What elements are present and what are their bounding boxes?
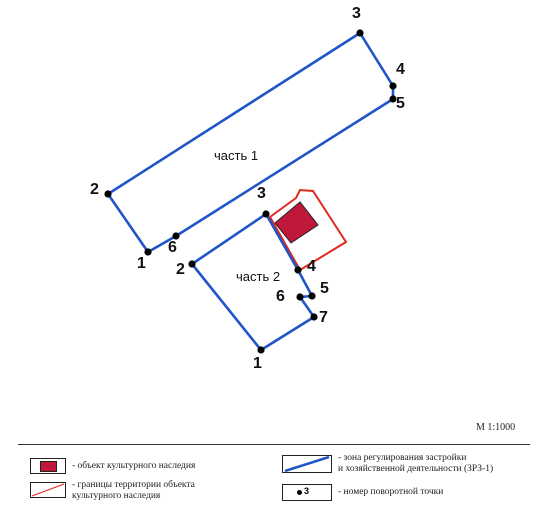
turn-point-2-5 <box>308 292 316 300</box>
turn-point-2-3 <box>262 210 270 218</box>
zone-boundary-part-1 <box>106 31 395 254</box>
turn-point-1-3 <box>356 29 364 37</box>
scale-label: М 1:1000 <box>476 422 516 433</box>
turn-point-label-2-1: 1 <box>253 355 262 372</box>
legend-divider <box>18 444 530 445</box>
turn-point-label-1-5: 5 <box>396 95 405 112</box>
zone-boundary-part-2 <box>190 212 316 352</box>
turn-point-label-2-5: 5 <box>320 280 329 297</box>
legend-territory-line2: культурного наследия <box>72 491 161 501</box>
turn-point-label-2-6: 6 <box>276 288 285 305</box>
legend-zone-line1: - зона регулирования застройки <box>338 453 467 463</box>
turn-point-2-2 <box>188 260 196 268</box>
turn-point-label-2-7: 7 <box>319 309 328 326</box>
legend-point-text: - номер поворотной точки <box>338 487 444 497</box>
legend-territory-text: - границы территории объекта культурного… <box>72 480 195 502</box>
turn-point-2-7 <box>310 313 318 321</box>
turn-point-label-1-4: 4 <box>396 61 405 78</box>
turn-point-2-1 <box>257 346 265 354</box>
part-label-1: часть 1 <box>214 148 258 163</box>
territory-swatch-line <box>31 483 65 497</box>
legend-zone-text: - зона регулирования застройки и хозяйст… <box>338 453 493 475</box>
legend-territory-swatch <box>30 482 66 498</box>
turn-point-1-1 <box>144 248 152 256</box>
zone-swatch-line <box>284 456 330 472</box>
turn-point-label-1-2: 2 <box>90 181 99 198</box>
legend-point-dot <box>297 490 302 495</box>
legend-zone-swatch <box>282 455 332 473</box>
legend-heritage-swatch <box>30 458 66 474</box>
turn-point-1-4 <box>389 82 397 90</box>
turn-point-1-5 <box>389 95 397 103</box>
legend-point-num: 3 <box>304 486 310 496</box>
legend-point-swatch: 3 <box>282 484 332 501</box>
turn-point-2-4 <box>294 266 302 274</box>
heritage-object <box>274 201 319 244</box>
turn-point-label-1-1: 1 <box>137 255 146 272</box>
heritage-swatch-fill <box>40 461 57 472</box>
turn-point-label-2-2: 2 <box>176 261 185 278</box>
legend-zone-line2: и хозяйственной деятельности (ЗРЗ-1) <box>338 464 494 474</box>
turn-point-label-2-4: 4 <box>307 258 316 275</box>
turn-point-label-2-3: 3 <box>257 185 266 202</box>
turn-point-1-2 <box>104 190 112 198</box>
legend-territory-line1: - границы территории объекта <box>72 480 195 490</box>
turn-point-label-1-3: 3 <box>352 5 361 22</box>
turn-point-label-1-6: 6 <box>168 239 177 256</box>
turn-point-2-6 <box>296 293 304 301</box>
part-label-2: часть 2 <box>236 269 280 284</box>
turn-point-1-6 <box>172 232 180 240</box>
legend-heritage-text: - объект культурного наследия <box>72 461 196 471</box>
